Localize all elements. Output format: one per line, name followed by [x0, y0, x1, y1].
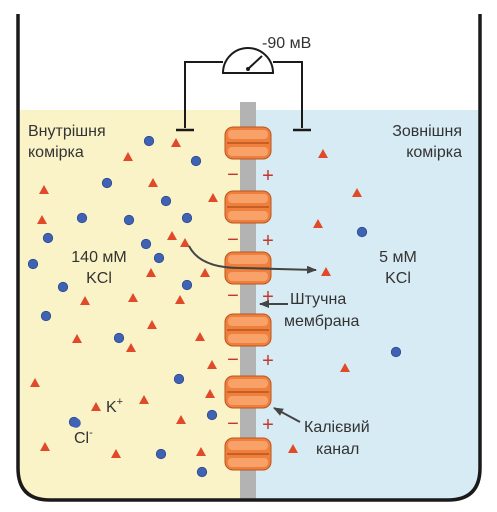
potassium-channel	[224, 190, 272, 224]
legend-potassium-icon	[91, 402, 101, 411]
potassium-channel	[224, 375, 272, 409]
chloride-ion	[101, 177, 113, 189]
membrane-label-line1: Штучна	[290, 291, 346, 308]
legend-chloride-label: Cl-	[74, 427, 93, 447]
potassium-channel	[224, 437, 272, 471]
potassium-ion	[148, 178, 158, 187]
chloride-ion	[390, 346, 402, 358]
chloride-ion	[181, 212, 193, 224]
chloride-ion	[140, 238, 152, 250]
inner-cell-label-line2: комірка	[28, 144, 84, 161]
chloride-ion	[76, 212, 88, 224]
inner-cell-solution	[18, 110, 240, 500]
positive-charge-sign: +	[262, 230, 274, 252]
channel-label-line1: Калієвий	[304, 419, 370, 436]
potassium-ion	[30, 378, 40, 387]
charges-group: − + − + − + − + − +	[227, 164, 274, 436]
beaker-outline	[16, 14, 482, 502]
potassium-ion	[288, 444, 298, 453]
inner-cell-label-line1: Внутрішня	[28, 123, 106, 140]
potassium-ion	[176, 415, 186, 424]
membrane-label-line2: мембрана	[284, 313, 360, 330]
negative-charge-sign: −	[227, 285, 239, 307]
negative-charge-sign: −	[227, 349, 239, 371]
chloride-ion	[206, 409, 218, 421]
potassium-ion	[147, 320, 157, 329]
chloride-ion	[190, 155, 202, 167]
potassium-ion	[200, 268, 210, 277]
inner-concentration: 140 мМ	[71, 249, 126, 266]
potassium-ion	[146, 268, 156, 277]
outer-cell-label-line2: комірка	[406, 144, 462, 161]
potassium-ion	[72, 334, 82, 343]
chloride-ion	[42, 232, 54, 244]
positive-charge-sign: +	[262, 350, 274, 372]
potassium-ion	[167, 231, 177, 240]
potassium-ion	[321, 267, 331, 276]
potassium-ion	[40, 442, 50, 451]
outer-cell-label-line1: Зовнішня	[392, 123, 462, 140]
ion-flow-arrow	[188, 245, 317, 274]
potassium-ion	[207, 360, 217, 369]
ions-group	[27, 135, 402, 478]
negative-charge-sign: −	[227, 413, 239, 435]
chloride-ion	[153, 252, 165, 264]
potassium-ion	[37, 215, 47, 224]
chloride-ion	[173, 373, 185, 385]
potassium-ion	[352, 188, 362, 197]
potassium-ion	[180, 238, 190, 247]
voltmeter-icon	[221, 47, 275, 74]
positive-charge-sign: +	[262, 165, 274, 187]
chloride-ion	[196, 466, 208, 478]
potassium-ion	[39, 185, 49, 194]
potassium-channel	[224, 313, 272, 347]
outer-salt: KCl	[385, 270, 411, 287]
potassium-ion	[205, 389, 215, 398]
potassium-ion	[123, 152, 133, 161]
chloride-ion	[123, 214, 135, 226]
chloride-ion	[113, 332, 125, 344]
voltmeter-reading: -90 мВ	[262, 35, 311, 52]
chloride-ion	[27, 258, 39, 270]
channel-label-line2: канал	[316, 441, 359, 458]
wire-left	[184, 61, 223, 128]
channel-pointer	[273, 407, 301, 423]
chloride-ion	[57, 281, 69, 293]
chloride-ion	[40, 310, 52, 322]
potassium-ion	[111, 449, 121, 458]
outer-concentration: 5 мМ	[379, 249, 417, 266]
potassium-ion	[340, 363, 350, 372]
outer-cell-solution	[256, 110, 480, 500]
wire-right	[273, 61, 303, 128]
potassium-ion	[318, 149, 328, 158]
chloride-ion	[143, 135, 155, 147]
negative-charge-sign: −	[227, 229, 239, 251]
potassium-ion	[139, 395, 149, 404]
positive-charge-sign: +	[262, 414, 274, 436]
potassium-ion	[196, 447, 206, 456]
potassium-ion	[208, 193, 218, 202]
legend-chloride-icon	[71, 418, 81, 428]
inner-salt: KCl	[86, 270, 112, 287]
potassium-ion	[80, 296, 90, 305]
potassium-channel	[224, 126, 272, 160]
negative-charge-sign: −	[227, 164, 239, 186]
channels-group	[224, 126, 272, 471]
potassium-ion	[128, 293, 138, 302]
chloride-ion	[160, 195, 172, 207]
potassium-ion	[175, 295, 185, 304]
chloride-ion	[356, 226, 368, 238]
potassium-ion	[126, 343, 136, 352]
potassium-ion	[171, 138, 181, 147]
positive-charge-sign: +	[262, 286, 274, 308]
chloride-ion	[181, 279, 193, 291]
legend-potassium-label: K+	[106, 396, 123, 416]
potassium-ion	[195, 332, 205, 341]
chloride-ion	[155, 448, 167, 460]
potassium-ion	[313, 219, 323, 228]
